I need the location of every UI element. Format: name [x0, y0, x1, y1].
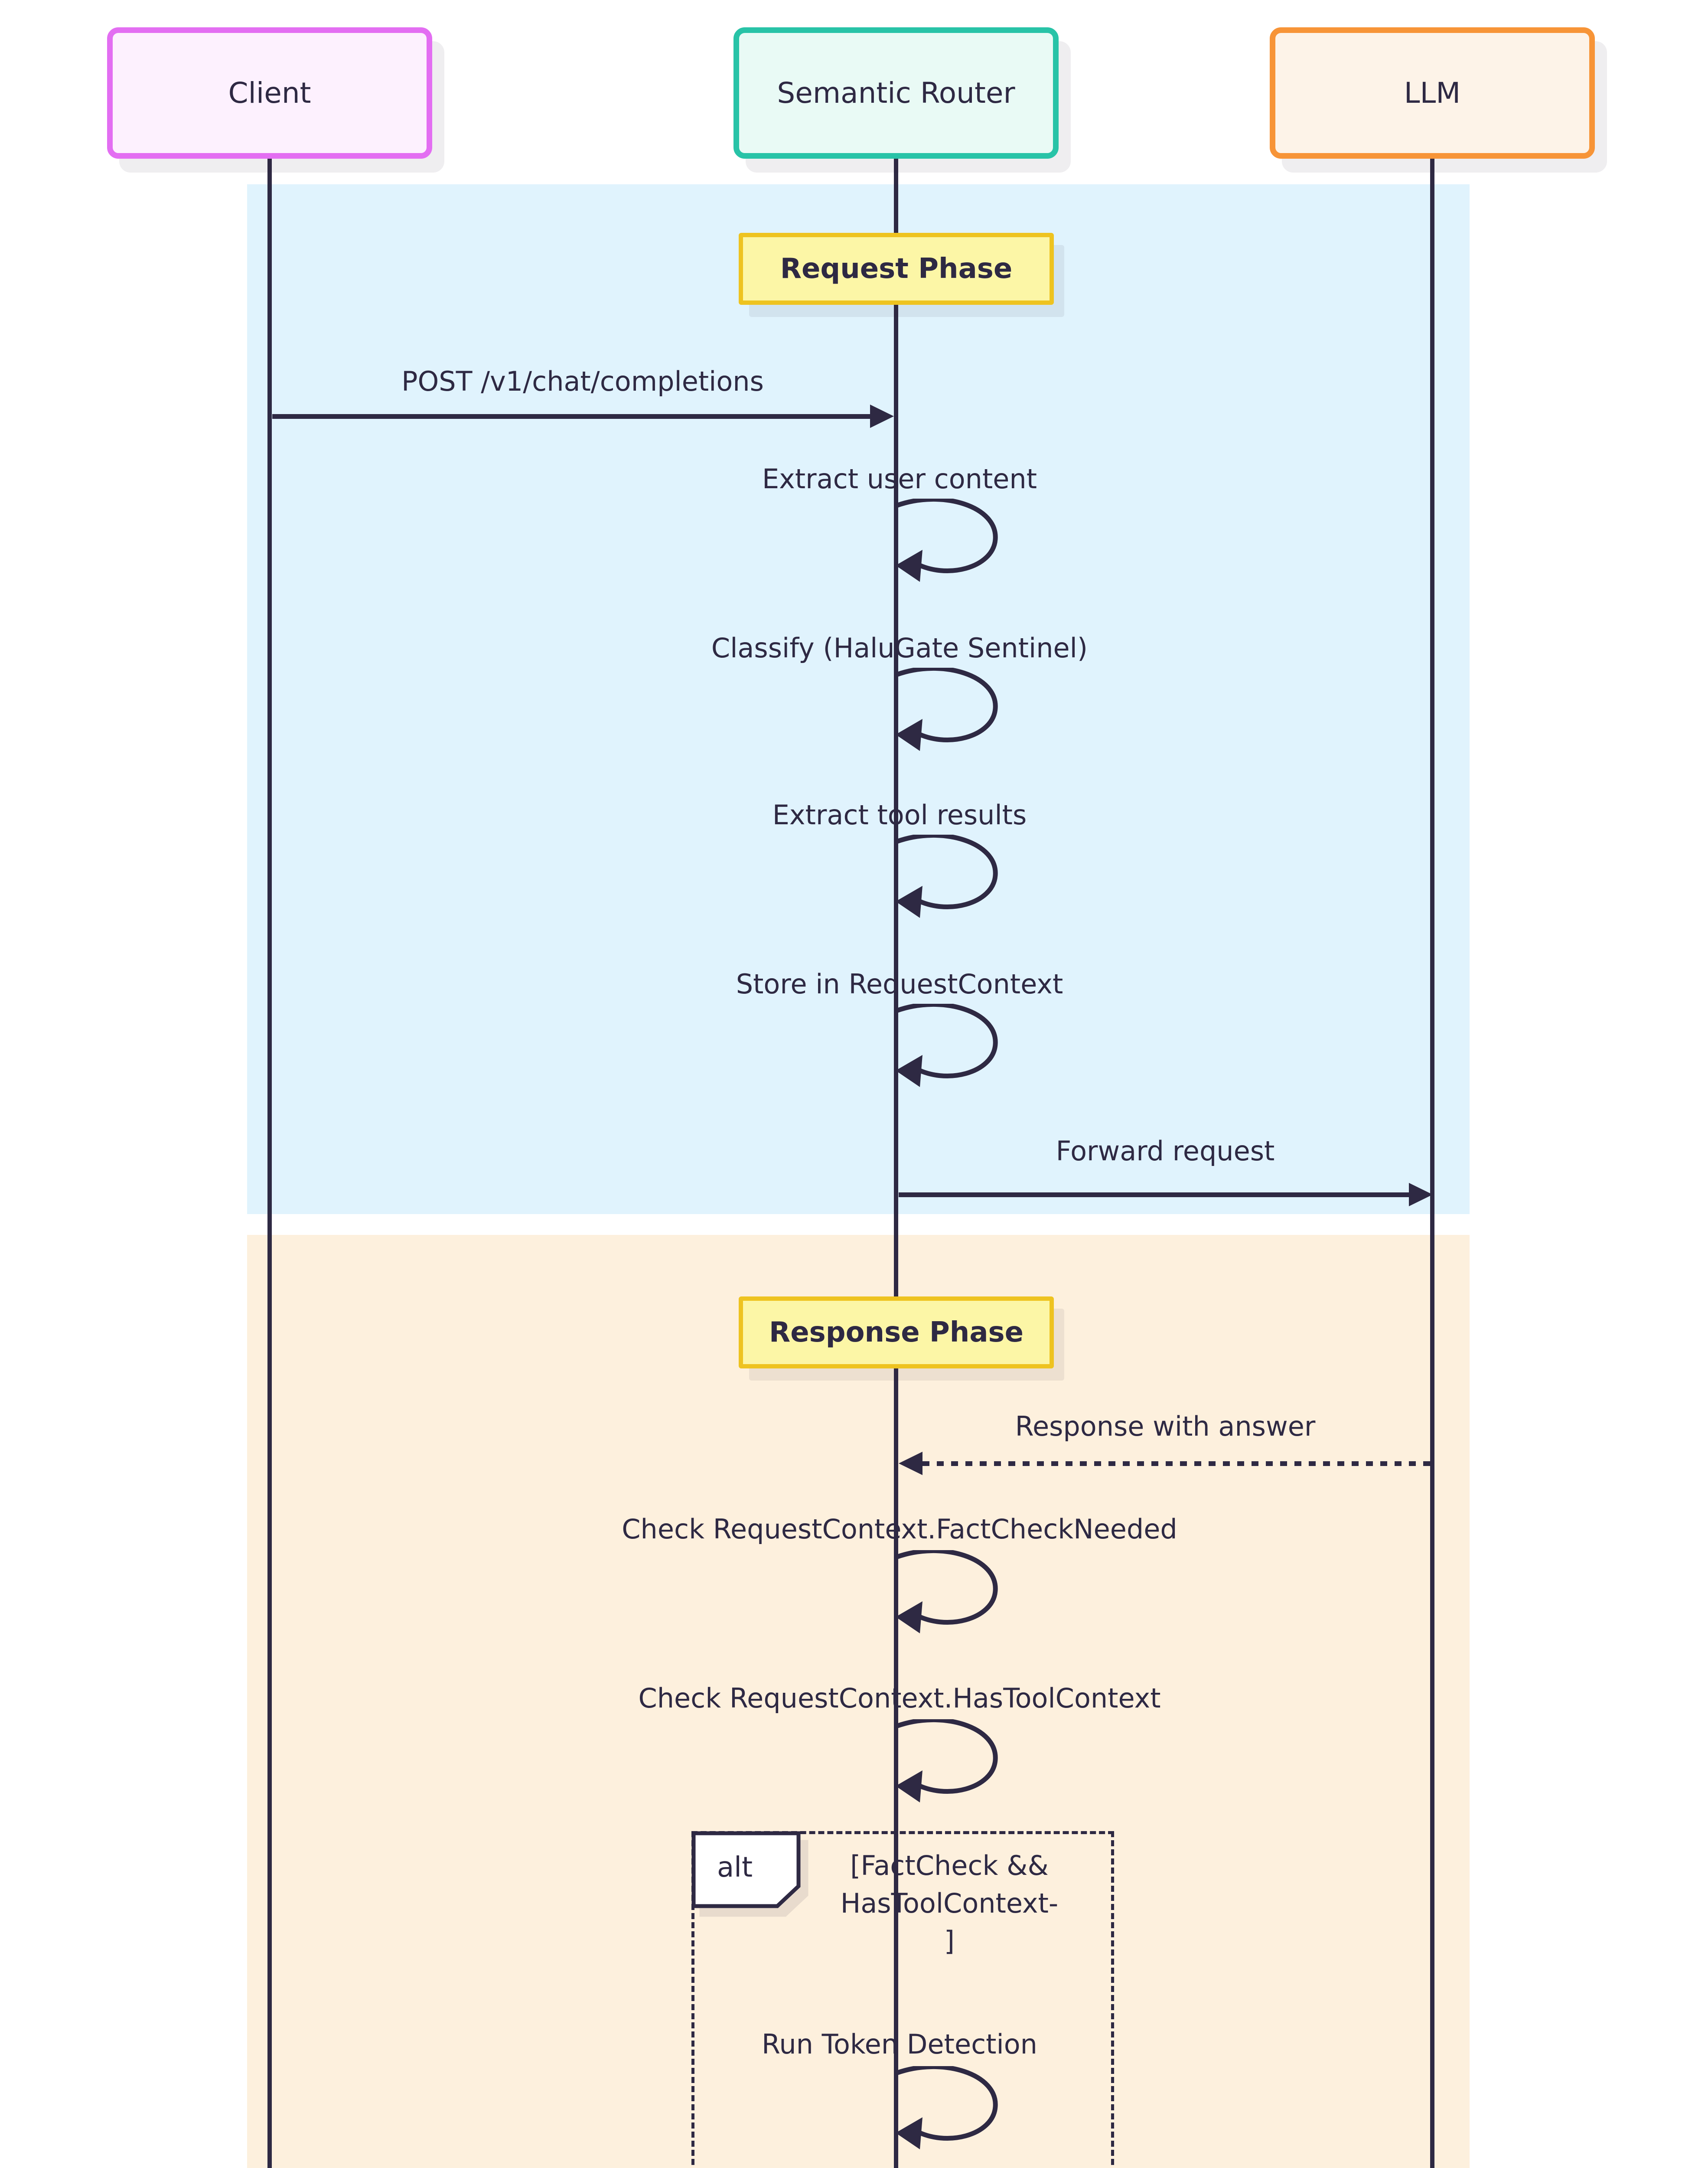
actor-top-llm: LLM [1270, 27, 1595, 159]
actor-label: Client [228, 76, 311, 110]
lifeline-llm [1430, 159, 1434, 2168]
lifeline-client [267, 159, 272, 2168]
alt-condition-1-line: ] [944, 1925, 955, 1957]
actor-top-semantic-router: Semantic Router [733, 27, 1059, 159]
message-label: Extract user content [762, 463, 1037, 495]
response-phase-band [247, 1235, 1470, 2168]
self-loop-arrow-icon [896, 499, 998, 582]
alt-fragment-frame [691, 1831, 1114, 2168]
message-label: Check RequestContext.FactCheckNeeded [622, 1513, 1177, 1545]
alt-condition-1-line: HasToolContext- [840, 1887, 1059, 1919]
message-arrow-line [899, 1192, 1409, 1197]
self-loop-arrow-icon [896, 1004, 998, 1087]
arrowhead-right-icon [1409, 1183, 1433, 1206]
message-label: Forward request [1056, 1135, 1275, 1167]
message-label: Classify (HaluGate Sentinel) [711, 632, 1088, 664]
message-label: Check RequestContext.HasToolContext [638, 1682, 1161, 1714]
message-label: Response with answer [1015, 1411, 1316, 1442]
self-loop-arrow-icon [896, 835, 998, 918]
self-loop-arrow-icon [896, 668, 998, 751]
message-label: Run Token Detection [762, 2028, 1037, 2060]
self-loop-arrow-icon [896, 1719, 998, 1802]
self-loop-arrow-icon [896, 1550, 998, 1633]
message-label: Extract tool results [772, 799, 1027, 831]
response-phase-note: Response Phase [739, 1296, 1054, 1368]
arrowhead-left-icon [899, 1452, 922, 1475]
actor-label: Semantic Router [777, 76, 1015, 110]
arrowhead-right-icon [870, 405, 894, 428]
message-arrow-line [272, 414, 870, 419]
message-label: POST /v1/chat/completions [401, 366, 764, 397]
lifeline-router [894, 159, 898, 2168]
self-loop-arrow-icon [896, 2066, 998, 2149]
message-label: Store in RequestContext [736, 968, 1063, 1000]
actor-top-client: Client [107, 27, 432, 159]
message-arrow-line [922, 1461, 1433, 1466]
alt-label-shape [691, 1831, 801, 1908]
alt-label: alt [717, 1851, 753, 1884]
alt-condition-1-line: [FactCheck && [850, 1850, 1049, 1881]
request-phase-note: Request Phase [739, 233, 1054, 305]
actor-label: LLM [1404, 76, 1461, 110]
request-phase-band [247, 184, 1470, 1214]
